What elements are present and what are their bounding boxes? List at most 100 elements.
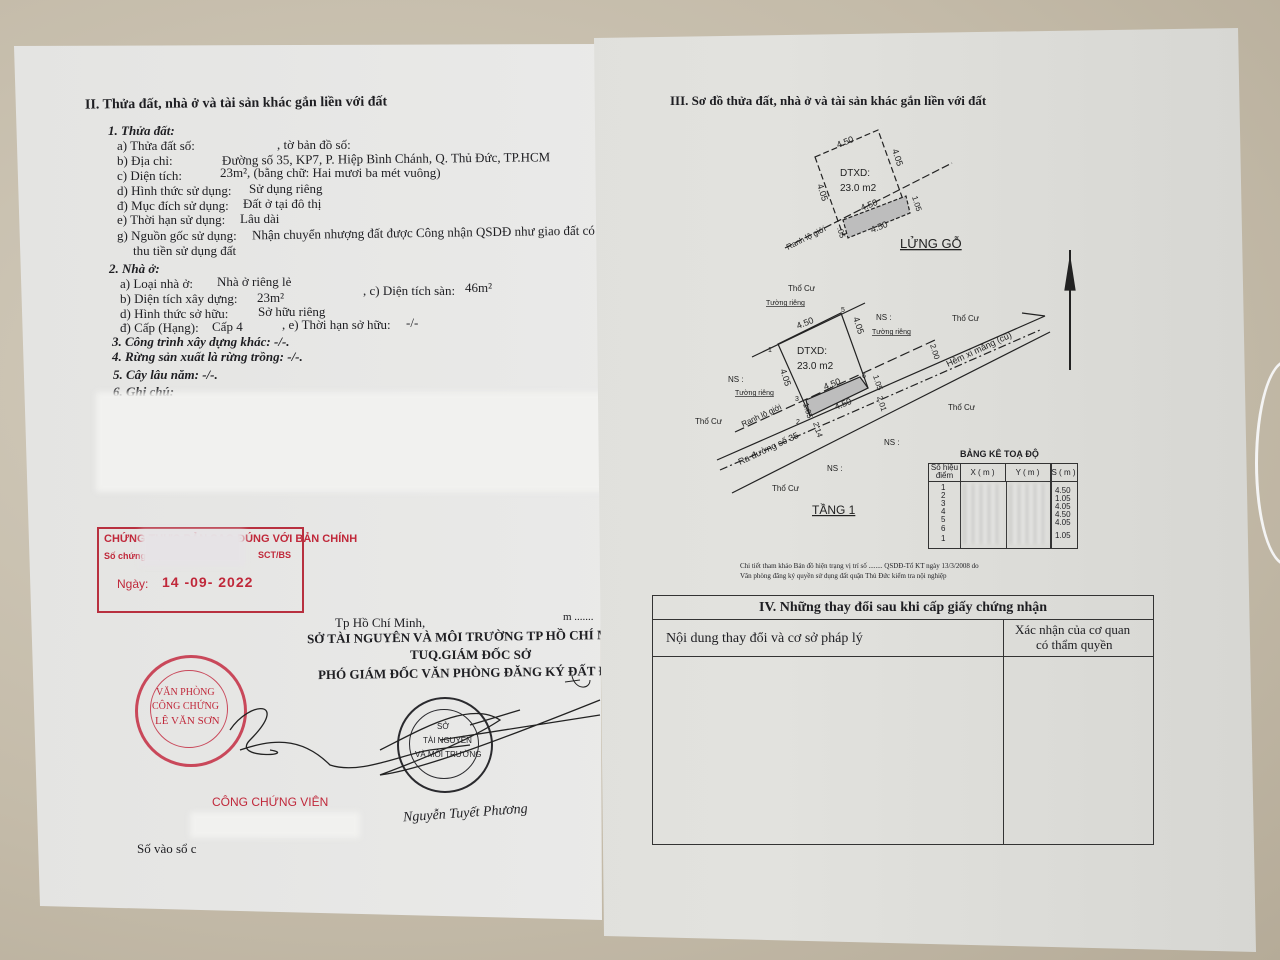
neighbor-label: Thổ Cư xyxy=(695,417,723,426)
redacted-x xyxy=(963,484,1001,544)
house-type: Nhà ở riêng lẻ xyxy=(217,274,292,289)
mezzanine-boundary-line xyxy=(784,162,953,249)
house-a-label: a) Loại nhà ở: xyxy=(120,276,193,291)
land-d-label: d) Hình thức sử dụng: xyxy=(117,183,232,198)
item-3: 3. Công trình xây dựng khác: -/-. xyxy=(112,334,290,349)
house-b-label: b) Diện tích xây dựng: xyxy=(120,291,238,306)
boundary-line xyxy=(734,339,936,433)
official-signature xyxy=(379,699,601,776)
item-5: 5. Cây lâu năm: -/-. xyxy=(113,367,218,382)
mezz-dim: 4.50 xyxy=(835,134,855,150)
neighbor-label: Thổ Cư xyxy=(788,284,816,293)
ground-dim: 4.05 xyxy=(778,368,793,388)
land-use-form: Sử dụng riêng xyxy=(249,181,323,196)
wall-label: Tường riêng xyxy=(735,390,774,397)
cert-stamp-date-label: Ngày: xyxy=(117,577,149,591)
mezzanine-hatched-area xyxy=(842,195,911,239)
land-dd-label: đ) Mục đích sử dụng: xyxy=(117,198,229,213)
ns-label: NS : xyxy=(876,313,892,322)
point-label: 6 xyxy=(862,373,866,380)
notary-seal: VĂN PHÒNG CÔNG CHỨNG LÊ VĂN SƠN xyxy=(135,655,247,767)
house-e-label: , e) Thời hạn sở hữu: xyxy=(282,317,391,332)
notary-signature xyxy=(229,708,471,769)
coord-point: 5 xyxy=(941,515,946,524)
house-c-label: , c) Diện tích sàn: xyxy=(363,283,456,298)
coord-table: Số hiệu điểm X ( m ) Y ( m ) S ( m ) 1 2… xyxy=(928,463,1078,549)
mezzanine-title: LỬNG GỖ xyxy=(900,236,962,251)
land-term: Lâu dài xyxy=(240,211,280,226)
register-number: Số vào sổ c xyxy=(137,841,197,856)
coord-point: 4 xyxy=(941,507,946,516)
coord-s: 1.05 xyxy=(1055,531,1071,540)
coord-s: 4.05 xyxy=(1055,518,1071,527)
house-d-label: d) Hình thức sở hữu: xyxy=(120,306,229,321)
mezz-dim: .05 xyxy=(835,226,847,240)
ground-dim: 4.05 xyxy=(851,316,866,336)
ground-floor-title: TẦNG 1 xyxy=(812,502,856,517)
ground-area-label: DTXD: xyxy=(797,346,827,357)
official-seal: SỞ TÀI NGUYÊN VÀ MÔI TRƯỜNG xyxy=(397,697,493,793)
house-own-term: -/- xyxy=(406,315,419,330)
note-line-1: Chi tiết tham khảo Bản đồ hiện trạng vị … xyxy=(740,562,979,570)
road-label: Ra đường số 35 xyxy=(737,430,801,467)
alley-edge-bottom xyxy=(731,331,1051,494)
notary-seal-line1: VĂN PHÒNG xyxy=(156,687,215,698)
neighbor-label: Thổ Cư xyxy=(952,314,980,323)
point-label: 5 xyxy=(841,307,845,314)
changes-col1-header: Nội dung thay đổi và cơ sở pháp lý xyxy=(666,631,863,646)
alley-label: Hẻm xi măng (cũ) xyxy=(945,330,1014,369)
house-heading: 2. Nhà ở: xyxy=(109,261,160,276)
house-grade: Cấp 4 xyxy=(212,319,243,334)
house-build-area: 23m² xyxy=(257,290,285,305)
redacted-notary-name xyxy=(190,812,360,838)
coord-s: 1.05 xyxy=(1055,494,1071,503)
official-seal-line1: SỞ xyxy=(437,722,450,731)
land-heading: 1. Thửa đất: xyxy=(108,123,175,138)
changes-col2-header-line2: có thẩm quyền xyxy=(1036,637,1113,652)
item-4: 4. Rừng sản xuất là rừng trồng: -/-. xyxy=(112,349,303,364)
coord-s: 4.05 xyxy=(1055,502,1071,511)
redacted-cert-number xyxy=(140,530,245,566)
ground-boundary-label: Ranh lộ giới xyxy=(740,402,783,428)
land-g-label: g) Nguồn gốc sử dụng: xyxy=(117,228,237,243)
official-seal-line2: TÀI NGUYÊN xyxy=(423,736,472,745)
coord-header: S ( m ) xyxy=(1051,468,1076,477)
changes-table: IV. Những thay đổi sau khi cấp giấy chứn… xyxy=(652,595,1154,845)
initial-mark xyxy=(564,675,591,688)
mezzanine-outline xyxy=(814,129,907,236)
certification-stamp xyxy=(97,527,304,613)
land-b-label: b) Địa chỉ: xyxy=(117,153,173,168)
land-purpose: Đất ở tại đô thị xyxy=(243,196,322,211)
changes-col2-header-line1: Xác nhận của cơ quan xyxy=(1015,622,1131,637)
coord-point: 1 xyxy=(941,534,946,543)
changes-title: IV. Những thay đổi sau khi cấp giấy chứn… xyxy=(653,596,1153,620)
land-a-label: a) Thửa đất số: xyxy=(117,138,195,153)
north-arrow-head xyxy=(1064,257,1076,291)
point-label: 1 xyxy=(768,347,772,354)
land-map-sheet: , tờ bản đồ số: xyxy=(277,137,351,152)
wall-label: Tường riêng xyxy=(766,300,805,307)
alley-edge-top xyxy=(716,315,1046,461)
land-c-label: c) Diện tích: xyxy=(117,168,182,183)
mezz-boundary-label: Ranh lộ giới xyxy=(785,224,828,252)
land-origin-cont: thu tiền sử dụng đất xyxy=(133,243,237,258)
coord-header: X ( m ) xyxy=(960,464,1006,481)
land-e-label: e) Thời hạn sử dụng: xyxy=(117,212,226,227)
official-seal-line3: VÀ MÔI TRƯỜNG xyxy=(415,750,482,759)
ground-hatched-area xyxy=(805,376,869,417)
coord-s: 4.50 xyxy=(1055,486,1071,495)
ground-area-value: 23.0 m2 xyxy=(797,361,834,372)
mezz-dim: 4.05 xyxy=(890,148,905,168)
cert-stamp-number-suffix: SCT/BS xyxy=(258,550,292,560)
cert-stamp-date: 14 -09- 2022 xyxy=(162,574,254,590)
land-area: 23m², (bằng chữ: Hai mươi ba mét vuông) xyxy=(220,165,441,180)
date-tail: m ....... xyxy=(563,611,594,623)
top-wall-line xyxy=(751,302,866,358)
house-dd-label: đ) Cấp (Hạng): xyxy=(120,320,199,335)
coord-header: Y ( m ) xyxy=(1005,464,1051,481)
centre-line xyxy=(719,329,1041,471)
mezzanine-diagram xyxy=(784,129,953,249)
